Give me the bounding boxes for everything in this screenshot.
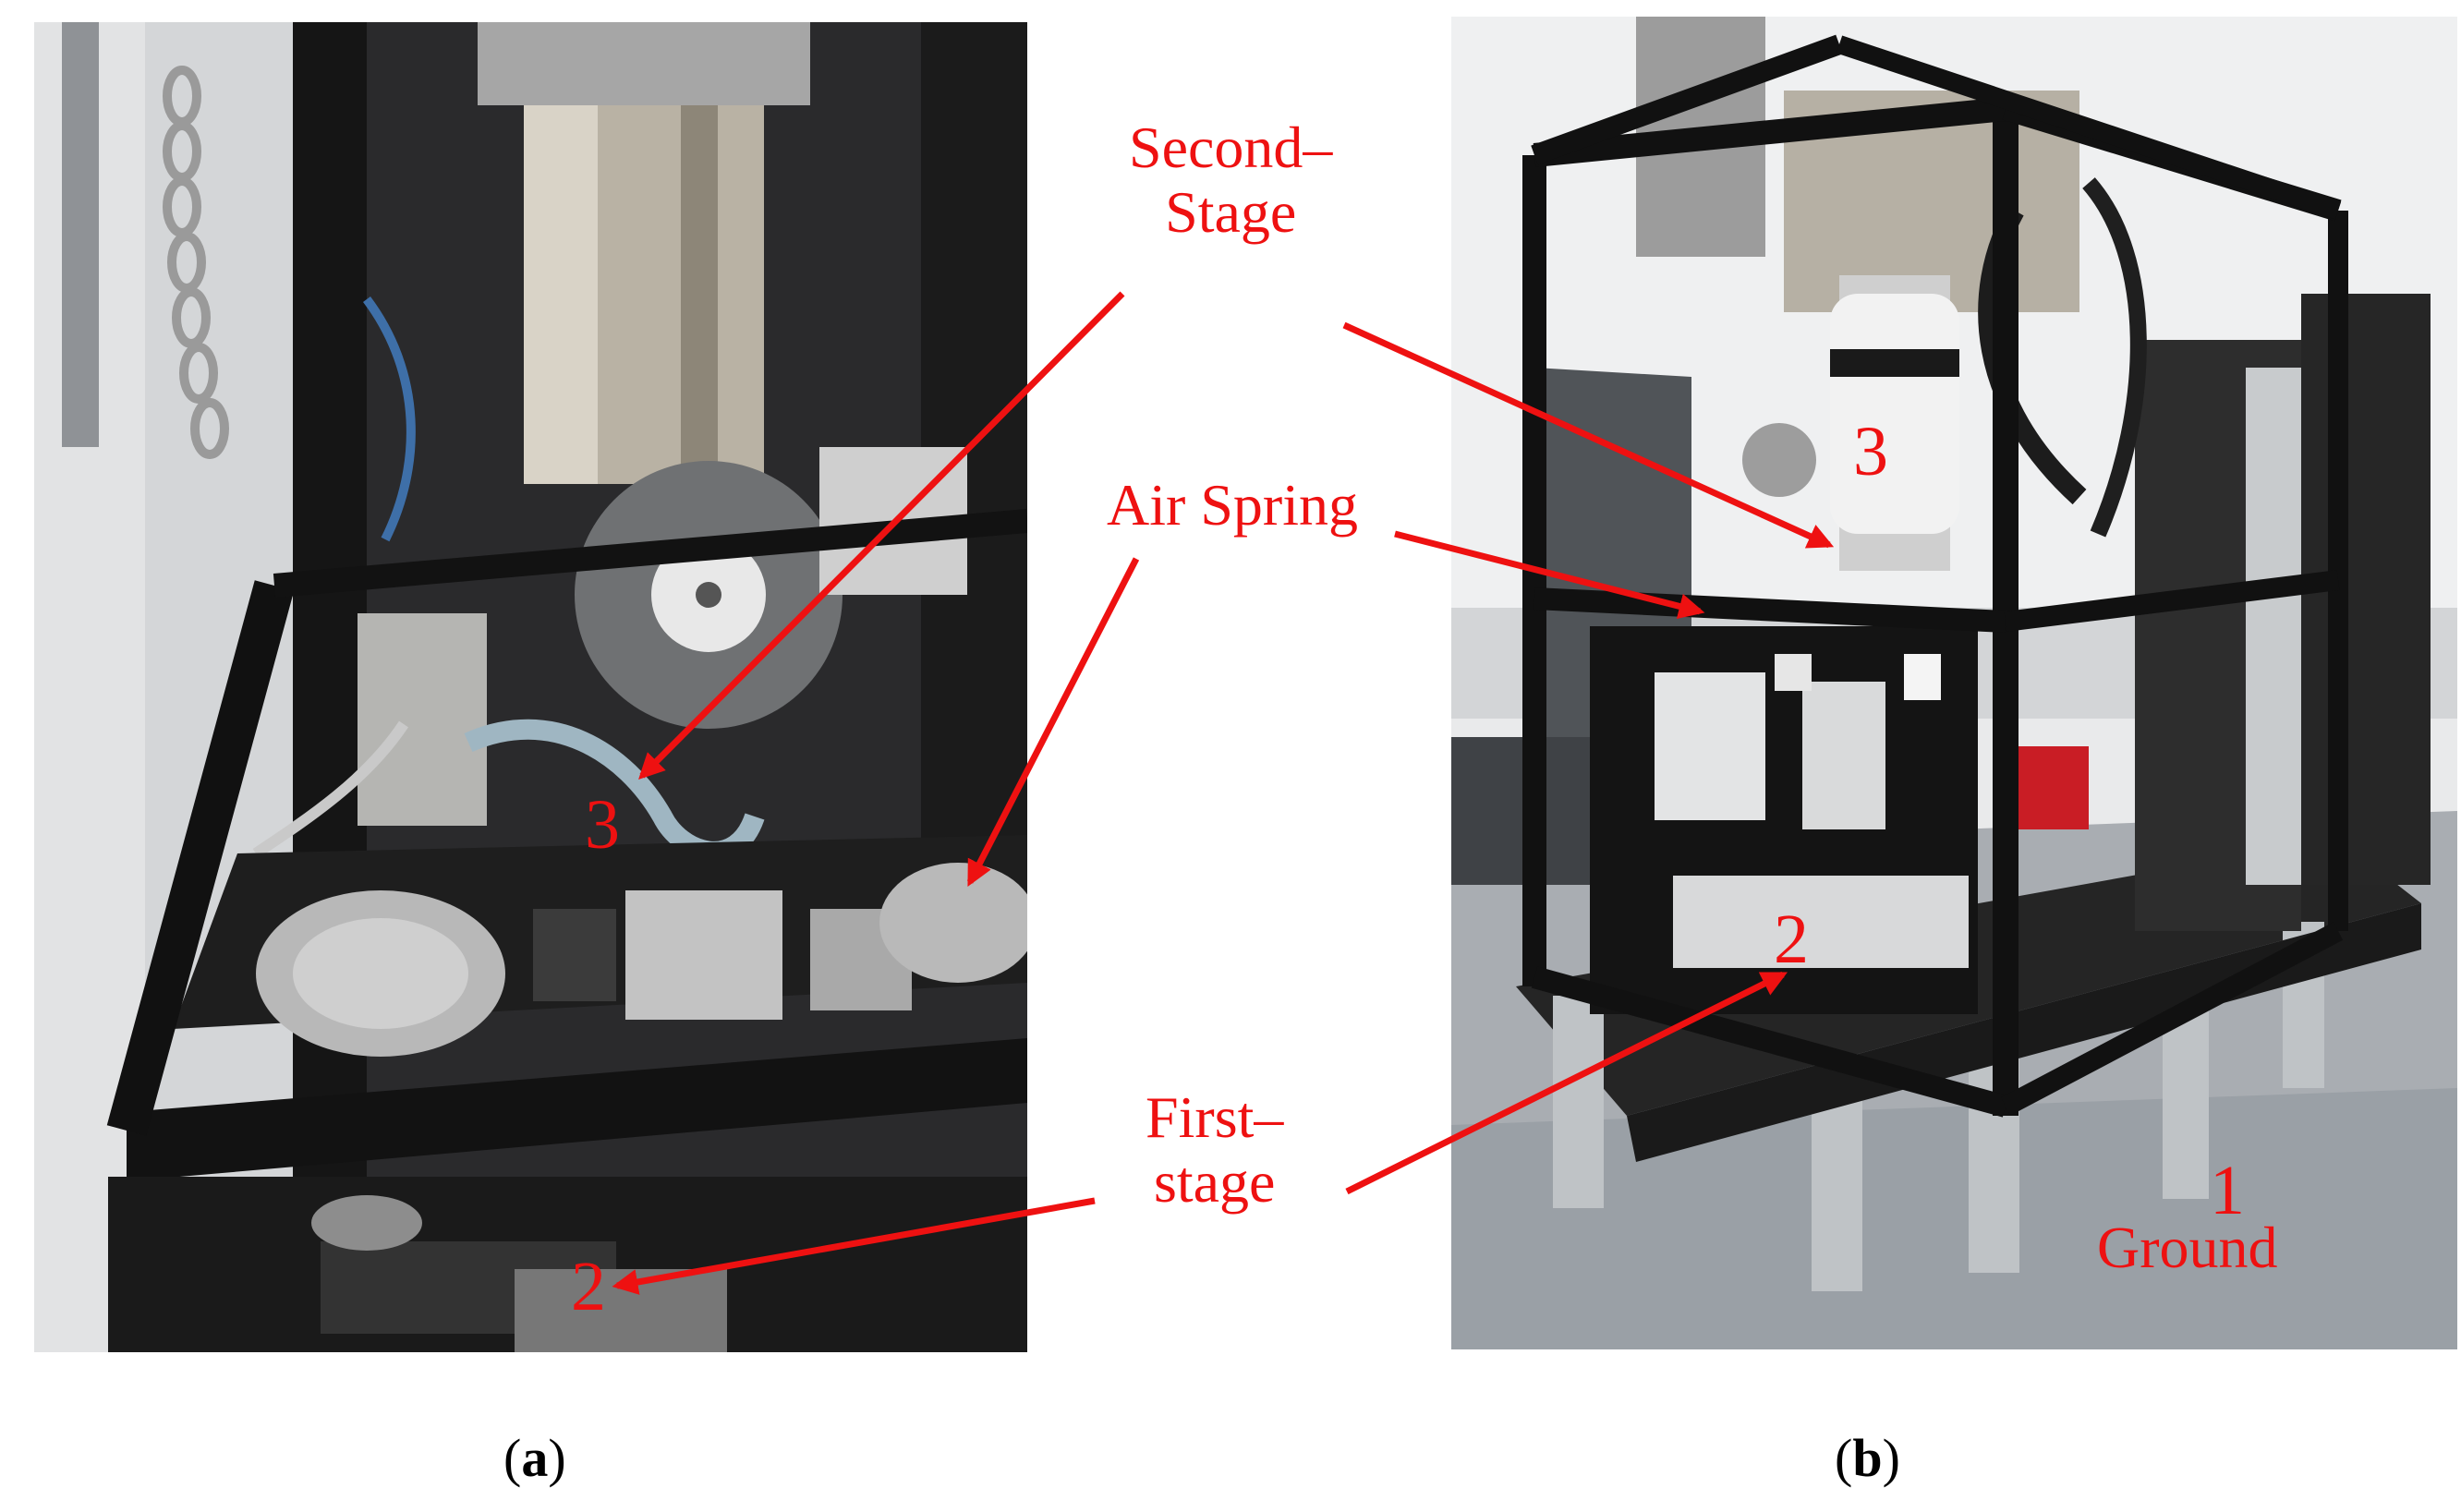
photo-b xyxy=(1451,17,2457,1349)
number-3-photo-a: 3 xyxy=(585,786,620,864)
label-first-stage-line1: First– xyxy=(1146,1084,1284,1150)
label-first-stage: First– stage xyxy=(1146,1084,1284,1216)
label-first-stage-line2: stage xyxy=(1153,1149,1276,1216)
caption-b-letter: b xyxy=(1852,1428,1883,1488)
label-second-stage-line1: Second– xyxy=(1129,115,1333,180)
caption-b: (b) xyxy=(1835,1427,1900,1489)
label-ground: Ground xyxy=(2097,1215,2278,1280)
number-2-photo-b: 2 xyxy=(1774,901,1809,978)
caption-b-close: ) xyxy=(1882,1428,1900,1488)
caption-b-open: ( xyxy=(1835,1428,1853,1488)
caption-a-open: ( xyxy=(503,1428,522,1488)
number-2-photo-a: 2 xyxy=(571,1248,606,1325)
caption-a-letter: a xyxy=(521,1428,549,1488)
label-air-spring: Air Spring xyxy=(1107,472,1358,538)
number-3-photo-b: 3 xyxy=(1853,413,1888,490)
photo-a xyxy=(34,22,1027,1352)
label-second-stage-line2: Stage xyxy=(1165,179,1297,246)
number-1-photo-b: 1 xyxy=(2210,1152,2245,1229)
caption-a: (a) xyxy=(503,1427,566,1489)
label-second-stage: Second– Stage xyxy=(1129,115,1332,246)
caption-a-close: ) xyxy=(548,1428,566,1488)
